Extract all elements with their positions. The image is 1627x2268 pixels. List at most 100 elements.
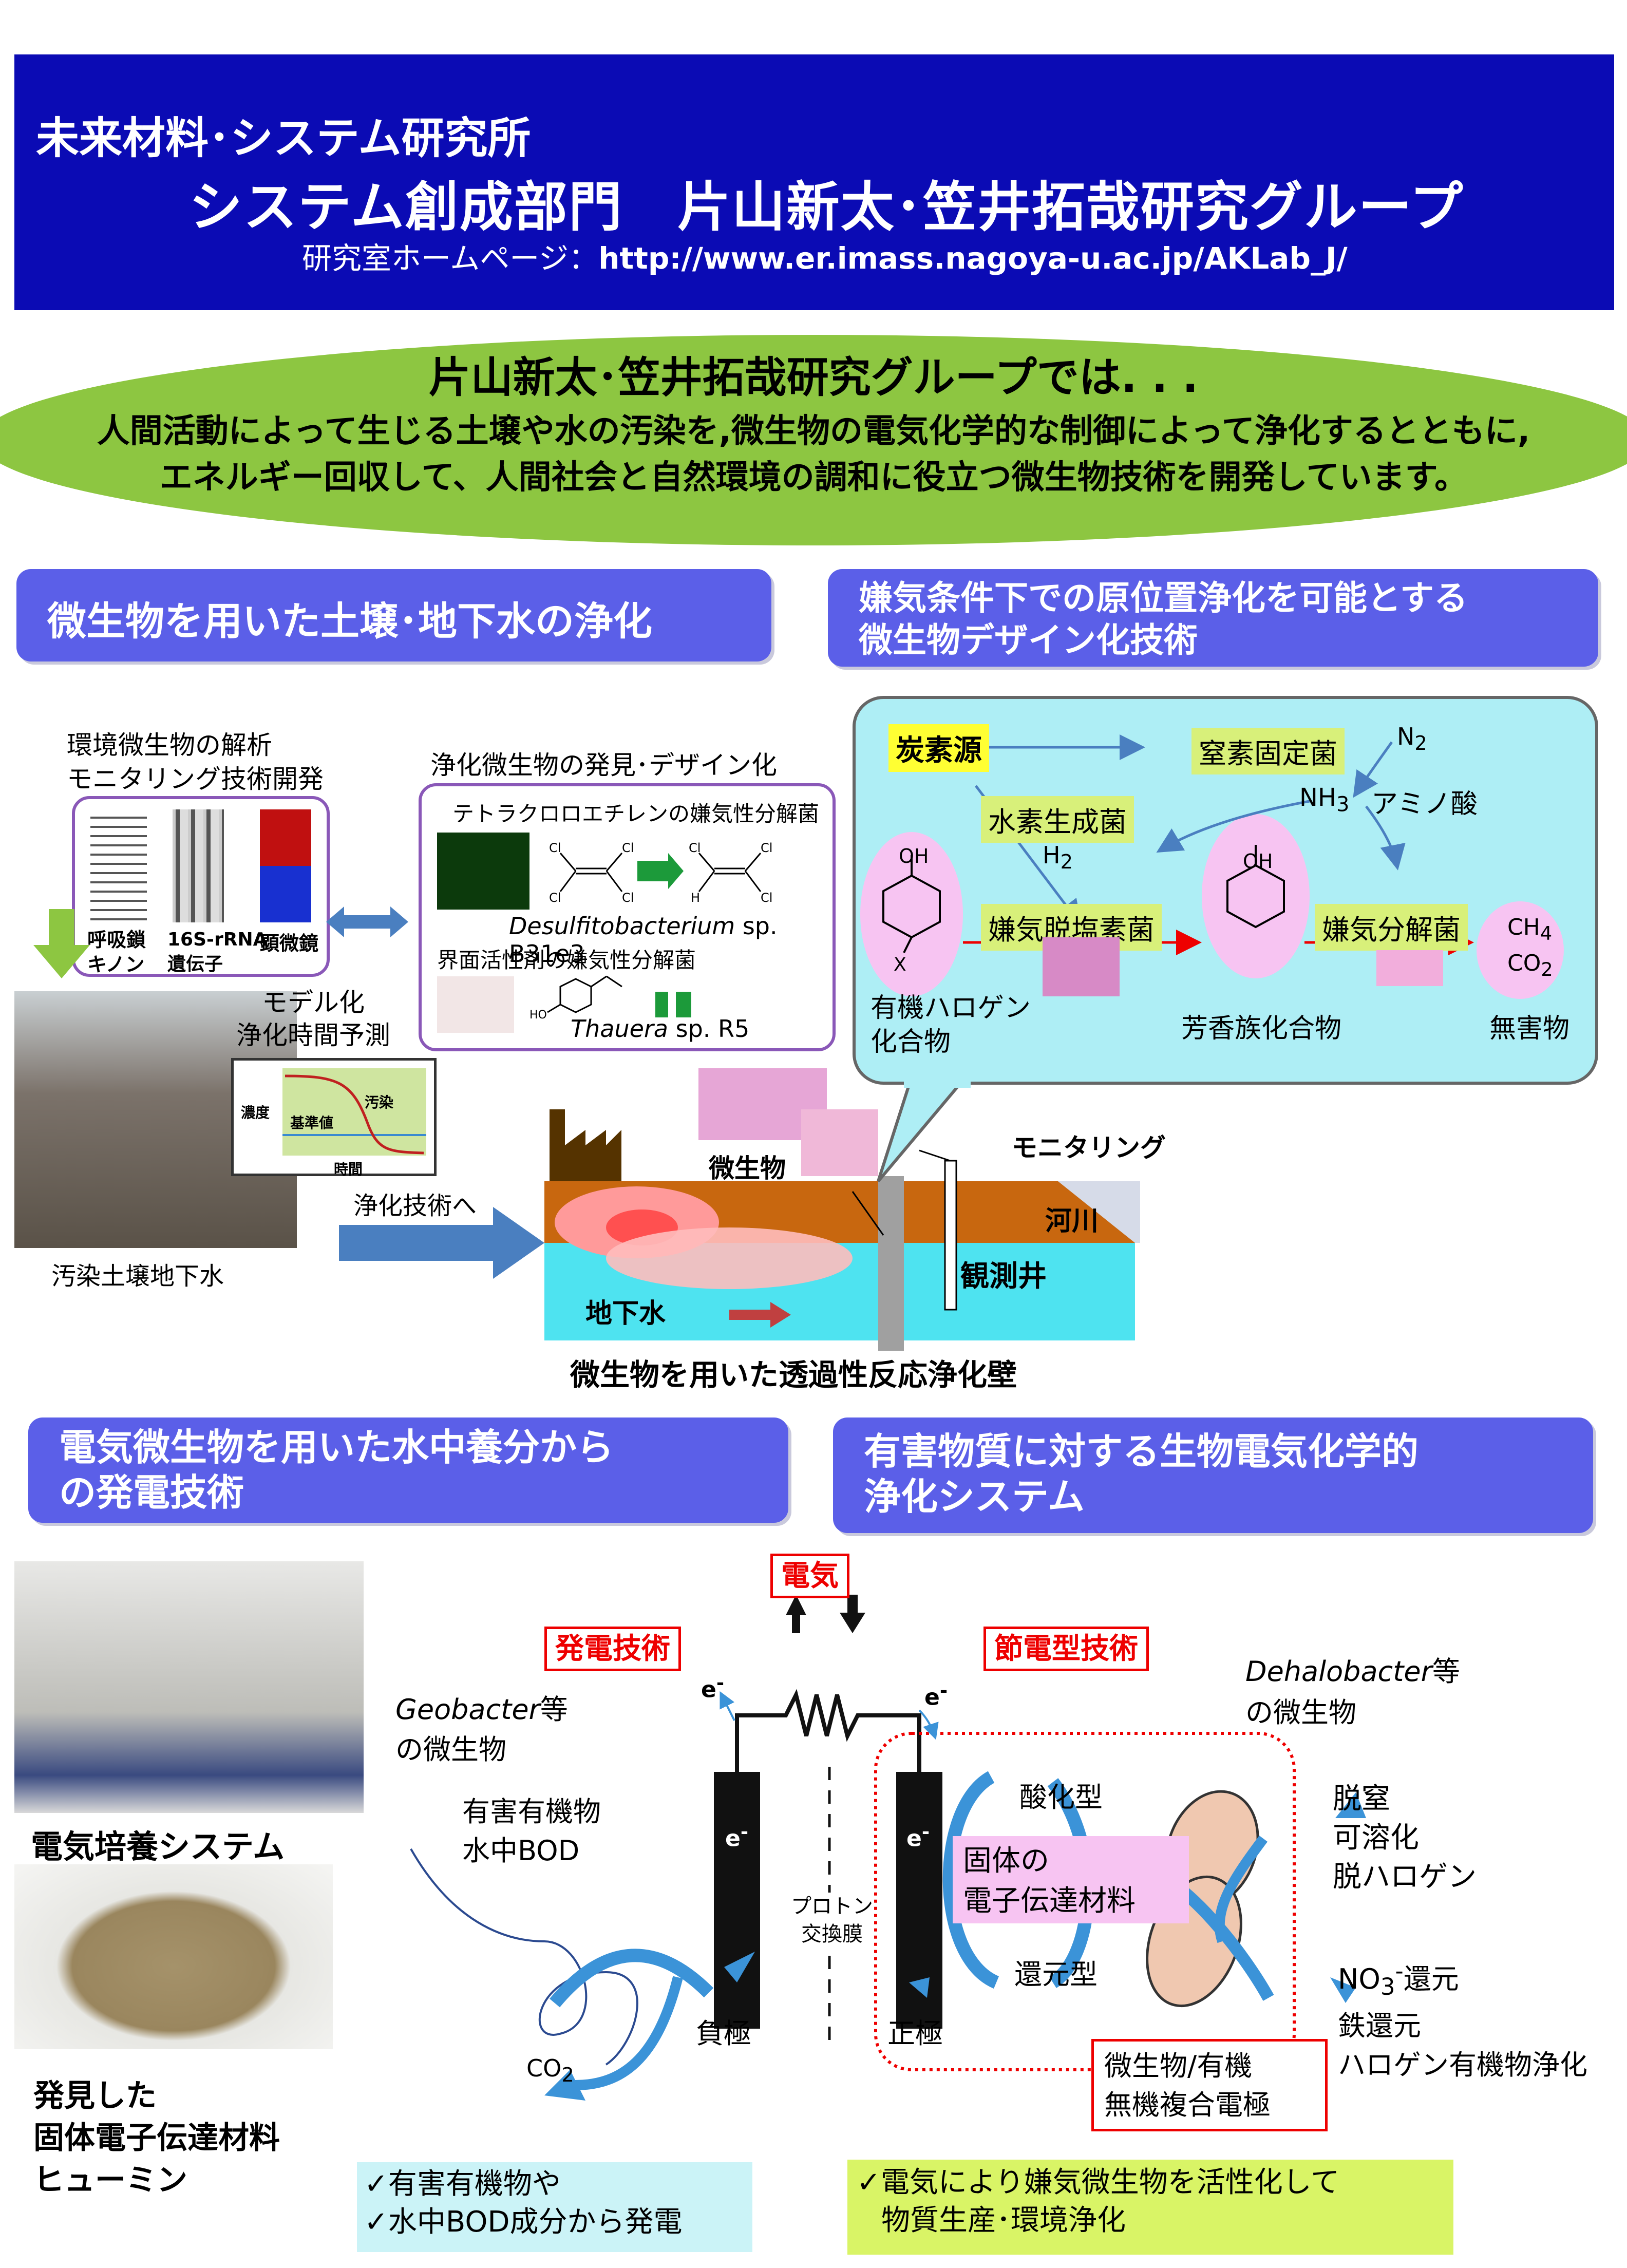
halo-purify-text: ハロゲン有機物浄化 xyxy=(1338,2048,1587,2081)
n2-sub: 2 xyxy=(1414,732,1427,755)
thauera-strain: sp. R5 xyxy=(668,1015,750,1043)
intro-line-1: 人間活動によって生じる土壌や水の汚染を,微生物の電気化学的な制御によって浄化する… xyxy=(97,412,1530,450)
homepage-link[interactable]: http://www.er.imass.nagoya-u.ac.jp/AKLab… xyxy=(598,241,1348,276)
solubilize-text: 可溶化 xyxy=(1333,1821,1419,1855)
model-caption: モデル化 浄化時間予測 xyxy=(236,986,390,1052)
thauera-image xyxy=(437,976,514,1033)
to-tech-arrow-icon xyxy=(339,1207,544,1279)
river-label: 河川 xyxy=(1045,1206,1099,1237)
svg-text:Cl: Cl xyxy=(689,841,701,855)
co2-output-label: CO2 xyxy=(526,2054,574,2087)
membrane-line2: 交換膜 xyxy=(801,1922,863,1946)
nh3-label: NH3 xyxy=(1299,783,1349,817)
section-power-generation: 電気微生物を用いた水中養分から の発電技術 xyxy=(28,1418,788,1523)
model-line1: モデル化 xyxy=(262,988,365,1017)
organohalogen-label: 有機ハロゲン 化合物 xyxy=(871,991,1031,1059)
membrane-label: プロトン 交換膜 xyxy=(791,1893,873,1948)
power-gen-label: 発電技術 xyxy=(544,1626,681,1671)
amino-acid-label: アミノ酸 xyxy=(1371,789,1478,820)
bioelectro-check-1: ✓電気により嫌気微生物を活性化して xyxy=(857,2166,1340,2199)
intro-line-2: エネルギー回収して、人間社会と自然環境の調和に役立つ微生物技術を開発しています。 xyxy=(159,459,1468,497)
quinone-chart-image xyxy=(90,809,147,922)
ch4-sub: 4 xyxy=(1540,922,1553,944)
prediction-graph-svg xyxy=(282,1068,426,1156)
co2-text: CO xyxy=(1507,950,1541,976)
geobacter-label: Geobacter等 の微生物 xyxy=(395,1690,568,1770)
gel-label-1: 呼吸鎖キノン xyxy=(87,928,146,977)
e-left-label: e- xyxy=(701,1672,724,1703)
to-tech-label: 浄化技術へ xyxy=(353,1192,477,1220)
homepage-label: 研究室ホームページ： xyxy=(302,241,599,276)
surfactant-label: 界面活性剤の嫌気性分解菌 xyxy=(437,948,696,973)
electricity-label: 電気 xyxy=(770,1553,849,1598)
electricity-text: 電気 xyxy=(770,1554,849,1598)
dehalobacter-suffix: 等 xyxy=(1432,1655,1460,1688)
pathway-content: 炭素源 窒素固定菌 N2 NH3 アミノ酸 水素生成菌 H2 嫌気脱塩素菌 嫌気… xyxy=(853,696,1592,1079)
section-bioelectro-line2: 浄化システム xyxy=(864,1475,1085,1518)
oh-label-1: OH xyxy=(899,845,929,867)
model-line2: 浄化時間予測 xyxy=(236,1020,390,1050)
nh3-text: NH xyxy=(1299,783,1336,812)
h2-sub: 2 xyxy=(1060,850,1073,874)
power-check-1: ✓有害有機物や xyxy=(364,2167,561,2201)
aromatic-label: 芳香族化合物 xyxy=(1181,1013,1342,1044)
humin-line3: ヒューミン xyxy=(33,2162,187,2198)
double-arrow-icon xyxy=(326,906,408,937)
co2-output-sub: 2 xyxy=(561,2064,574,2087)
culture-system-photo xyxy=(14,1561,364,1813)
power-save-text: 節電型技術 xyxy=(983,1627,1149,1671)
no3-line: NO3-還元 xyxy=(1338,1952,1587,2007)
nitrogen-fixer-label: 窒素固定菌 xyxy=(1191,728,1345,774)
e-anode-text: e xyxy=(725,1825,741,1852)
humin-photo xyxy=(14,1864,333,2049)
intro-ellipse xyxy=(0,335,1627,545)
pce-bacteria-label: テトラクロロエチレンの嫌気性分解菌 xyxy=(452,801,820,826)
oh-label-2: OH xyxy=(1243,850,1273,873)
harmless-label: 無害物 xyxy=(1489,1013,1570,1044)
carbon-source-label: 炭素源 xyxy=(888,724,989,772)
gel-label-3: 顕微鏡 xyxy=(260,932,319,955)
geobacter-line1: Geobacter等 xyxy=(395,1690,568,1730)
co2-label: CO2 xyxy=(1507,950,1553,980)
prb-caption: 微生物を用いた透過性反応浄化壁 xyxy=(570,1357,1017,1392)
monitoring-label: モニタリング xyxy=(1012,1133,1166,1163)
microbe-photo-2 xyxy=(801,1109,878,1176)
reduced-label: 還元型 xyxy=(1014,1958,1098,1991)
svg-text:Cl: Cl xyxy=(622,841,634,855)
section-soil-remediation: 微生物を用いた土壌･地下水の浄化 xyxy=(16,569,771,662)
thauera-genus: Thauera xyxy=(571,1015,668,1043)
dehalogen-text: 脱ハロゲン xyxy=(1333,1860,1477,1894)
organohalogen-line2: 化合物 xyxy=(871,1027,951,1057)
nh3-sub: 3 xyxy=(1336,792,1350,817)
humin-line1: 発見した xyxy=(33,2078,157,2114)
dehalobacter-line2: の微生物 xyxy=(1245,1696,1356,1729)
co2-output-text: CO xyxy=(526,2054,562,2082)
well-label: 観測井 xyxy=(960,1260,1047,1293)
denitrify-text: 脱窒 xyxy=(1333,1782,1390,1816)
gel-label-1a: 呼吸鎖 xyxy=(87,929,146,951)
solid-line1: 固体の xyxy=(963,1844,1049,1878)
geobacter-line2: の微生物 xyxy=(395,1733,506,1766)
svg-text:Cl: Cl xyxy=(549,891,561,905)
svg-text:Cl: Cl xyxy=(549,841,561,855)
analysis-line1: 環境微生物の解析 xyxy=(67,730,272,760)
anode-label: 負極 xyxy=(696,2017,751,2050)
prb-cross-section xyxy=(544,1109,1140,1351)
n2-text: N xyxy=(1397,723,1415,750)
section-power-line2: の発電技術 xyxy=(59,1471,244,1514)
reactions-upper: 脱窒 可溶化 脱ハロゲン xyxy=(1333,1780,1477,1897)
microscope-red-image xyxy=(260,809,311,866)
organics-label: 有害有機物 水中BOD xyxy=(462,1792,601,1870)
gel-label-2b: 遺伝子 xyxy=(167,954,223,975)
e-anode-sup: - xyxy=(740,1821,749,1843)
svg-text:Cl: Cl xyxy=(761,891,772,905)
svg-text:Cl: Cl xyxy=(622,891,634,905)
prediction-graph: 濃度 基準値 汚染 時間 xyxy=(231,1058,437,1178)
svg-text:H: H xyxy=(691,891,700,905)
groundwater-label: 地下水 xyxy=(585,1298,666,1329)
cleavage-icon xyxy=(655,992,691,1017)
discovery-caption: 浄化微生物の発見･デザイン化 xyxy=(430,750,777,780)
humin-line2: 固体電子伝達材料 xyxy=(33,2120,280,2156)
e-cathode-label: e- xyxy=(906,1821,930,1852)
